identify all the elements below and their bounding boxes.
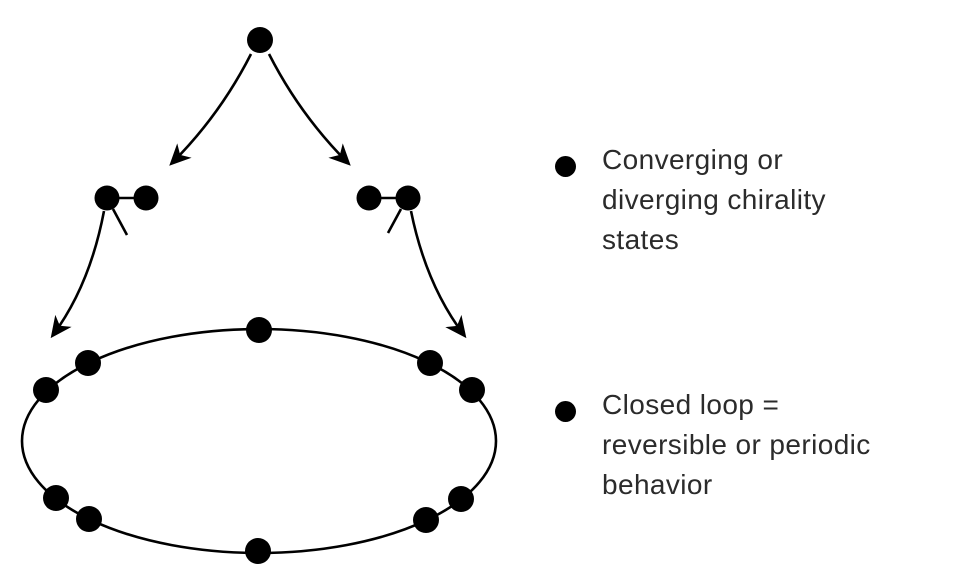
legend-line: Converging or [602, 144, 784, 175]
converging-arrow-left [50, 210, 106, 339]
legend-item-closed-loop: Closed loop = reversible or periodic beh… [555, 385, 871, 505]
legend-line: states [602, 224, 680, 255]
loop-node-upper-left-b [33, 377, 59, 403]
diverging-arrow-left [169, 53, 253, 166]
right-pair-arrow-barb [386, 208, 403, 234]
legend-label: Closed loop = reversible or periodic beh… [602, 385, 871, 505]
loop-node-lower-left-a [43, 485, 69, 511]
legend-label: Converging or diverging chirality states [602, 140, 826, 260]
legend-line: diverging chirality [602, 184, 826, 215]
left-pair-arrow-barb [111, 208, 129, 236]
legend-line: reversible or periodic [602, 429, 871, 460]
legend-line: Closed loop = [602, 389, 780, 420]
loop-node-lower-right-b [413, 507, 439, 533]
left-pair-node-a [94, 185, 120, 211]
loop-node-upper-left-a [75, 350, 101, 376]
loop-node-top [246, 317, 272, 343]
loop-node-lower-left-b [76, 506, 102, 532]
loop-node-lower-right-a [448, 486, 474, 512]
top-state-node [247, 27, 273, 53]
diverging-arrow-right [267, 53, 351, 166]
legend: Converging or diverging chirality states… [555, 0, 969, 581]
loop-node-bottom [245, 538, 271, 564]
loop-node-upper-right-a [417, 350, 443, 376]
loop-node-upper-right-b [459, 377, 485, 403]
converging-arrow-right [409, 210, 467, 339]
right-pair-node-b [395, 185, 421, 211]
right-pair-node-a [356, 185, 382, 211]
legend-item-chirality-states: Converging or diverging chirality states [555, 140, 826, 260]
left-pair-node-b [133, 185, 159, 211]
legend-bullet-icon [555, 156, 576, 177]
legend-line: behavior [602, 469, 713, 500]
legend-bullet-icon [555, 401, 576, 422]
